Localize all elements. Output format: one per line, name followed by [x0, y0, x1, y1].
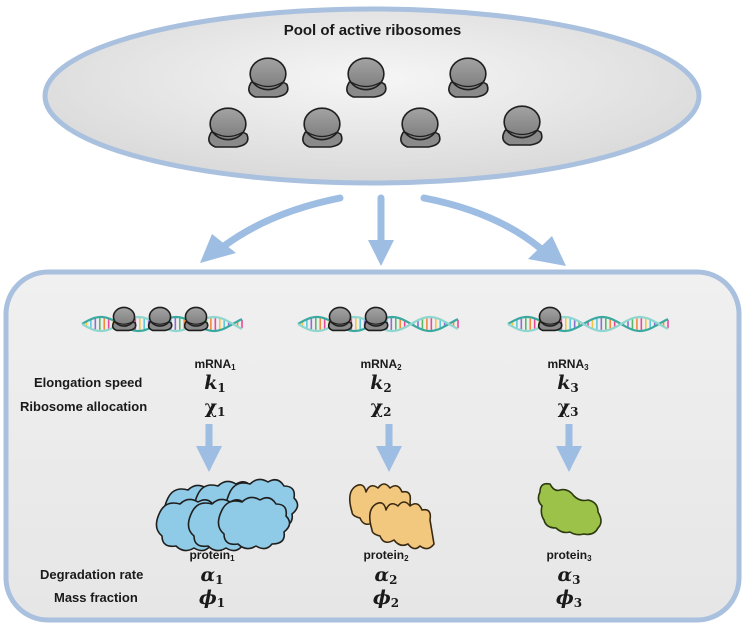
pool-ribosomes — [208, 57, 543, 148]
protein-1-index: 1 — [230, 554, 235, 563]
k-1-symbol: k — [204, 372, 218, 394]
chi-3-index: 3 — [570, 405, 579, 419]
mrna-strand-3 — [507, 306, 669, 333]
mrna-2-label: mRNA2 — [321, 357, 441, 372]
translation-arrows — [196, 424, 582, 472]
k-3-index: 3 — [570, 381, 579, 395]
k-2-index: 2 — [383, 381, 392, 395]
pool-ribosome-3 — [448, 57, 489, 98]
translation-arrow-3 — [556, 424, 582, 472]
protein-2-shapes — [348, 483, 435, 550]
protein-1-blob-f — [217, 496, 291, 550]
mrna-3-label: mRNA3 — [508, 357, 628, 372]
protein-2-label: protein2 — [326, 548, 446, 563]
protein-1-shapes — [155, 478, 299, 552]
protein-2-name: protein — [363, 548, 405, 562]
phi-3-index: 3 — [573, 596, 583, 610]
protein-3-shapes — [537, 482, 602, 536]
chi-1-index: 1 — [217, 405, 226, 419]
mrna-1-ribosome-3 — [183, 306, 209, 332]
chi-1-symbol: χ — [204, 396, 218, 418]
mrna-3-name: mRNA — [547, 357, 585, 371]
k-1-index: 1 — [217, 381, 226, 395]
protein-2-index: 2 — [404, 554, 409, 563]
alpha-2-symbol: α — [374, 564, 390, 586]
protein-3-name: protein — [546, 548, 588, 562]
arrow-to-gene-1 — [220, 194, 344, 250]
arrowhead-3 — [528, 236, 566, 266]
protein-3-label: protein3 — [509, 548, 629, 563]
mrna-1-ribosome-1 — [111, 306, 137, 332]
allocation-arrows — [220, 194, 544, 252]
k-2: k2 — [321, 372, 441, 399]
pool-ribosome-2 — [346, 57, 387, 98]
pool-ribosome-1 — [248, 57, 289, 98]
phi-1-symbol: ϕ — [198, 587, 217, 609]
translation-arrow-1 — [196, 424, 222, 472]
chi-3-symbol: χ — [557, 396, 571, 418]
protein-1-name: protein — [189, 548, 231, 562]
alpha-3-symbol: α — [557, 564, 573, 586]
arrow-to-gene-3 — [420, 194, 544, 252]
label-mass-fraction: Mass fraction — [54, 590, 138, 605]
alpha-2: α2 — [326, 564, 446, 591]
mrna-2-ribosome-1 — [327, 306, 353, 332]
alpha-3-index: 3 — [572, 573, 581, 587]
mrna-strand-1 — [81, 306, 243, 333]
chi-1: χ1 — [155, 396, 275, 423]
k-1: k1 — [155, 372, 275, 399]
pool-ribosome-4 — [208, 107, 249, 148]
chi-2-index: 2 — [383, 405, 392, 419]
protein-2-blob-b — [368, 501, 435, 550]
mrna-1-ribosome-2 — [147, 306, 173, 332]
chi-3: χ3 — [508, 396, 628, 423]
k-2-symbol: k — [370, 372, 384, 394]
mrna-3-ribosome-1 — [537, 306, 563, 332]
phi-2-symbol: ϕ — [372, 587, 391, 609]
allocation-arrowheads — [200, 234, 566, 266]
translation-arrow-2 — [376, 424, 402, 472]
alpha-1-index: 1 — [215, 573, 224, 587]
arrowhead-1 — [200, 234, 236, 263]
phi-3-symbol: ϕ — [555, 587, 574, 609]
pool-ribosome-7 — [502, 105, 543, 146]
alpha-3: α3 — [509, 564, 629, 591]
label-elongation-speed: Elongation speed — [34, 375, 143, 390]
label-degradation-rate: Degradation rate — [40, 567, 144, 582]
phi-2: ϕ2 — [326, 587, 446, 614]
mrna-2-name: mRNA — [360, 357, 398, 371]
mrna-2-index: 2 — [397, 363, 402, 372]
k-3: k3 — [508, 372, 628, 399]
phi-3: ϕ3 — [509, 587, 629, 614]
protein-1-label: protein1 — [152, 548, 272, 563]
mrna-1-label: mRNA1 — [155, 357, 275, 372]
pool-ribosome-5 — [302, 107, 343, 148]
arrowhead-2 — [368, 240, 394, 266]
phi-2-index: 2 — [390, 596, 400, 610]
alpha-1: α1 — [152, 564, 272, 591]
mrna-strands — [81, 306, 669, 333]
label-ribosome-allocation: Ribosome allocation — [20, 399, 148, 414]
mrna-2-ribosome-2 — [363, 306, 389, 332]
protein-3-index: 3 — [587, 554, 592, 563]
pool-ribosome-6 — [400, 107, 441, 148]
phi-1: ϕ1 — [152, 587, 272, 614]
mrna-1-index: 1 — [231, 363, 236, 372]
k-3-symbol: k — [557, 372, 571, 394]
pool-title: Pool of active ribosomes — [283, 22, 462, 39]
phi-1-index: 1 — [216, 596, 226, 610]
mrna-3-index: 3 — [584, 363, 589, 372]
chi-2: χ2 — [321, 396, 441, 423]
alpha-2-index: 2 — [389, 573, 398, 587]
protein-3-blob — [537, 482, 602, 536]
chi-2-symbol: χ — [370, 396, 384, 418]
mrna-1-name: mRNA — [194, 357, 232, 371]
alpha-1-symbol: α — [200, 564, 216, 586]
mrna-strand-2 — [297, 306, 459, 333]
